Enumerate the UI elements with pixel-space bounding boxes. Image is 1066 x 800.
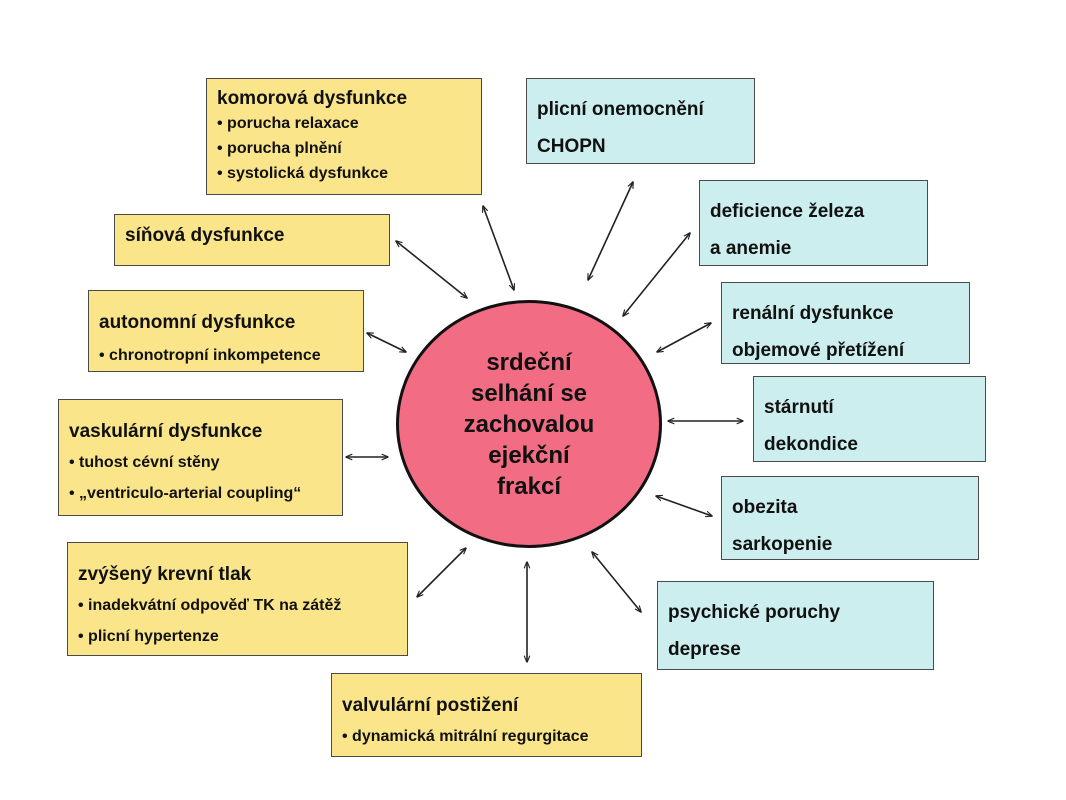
box-title: deficience železa	[710, 201, 865, 222]
box-starnuti: stárnutí dekondice	[753, 376, 986, 462]
center-line: srdeční	[486, 348, 572, 376]
arrow-komorova	[483, 206, 514, 290]
box-title: valvulární postižení	[342, 695, 519, 716]
box-item: chronotropní inkompetence	[99, 343, 353, 368]
box-valvularni-postizeni: valvulární postižení dynamická mitrální …	[331, 673, 642, 757]
box-title: objemové přetížení	[732, 340, 905, 361]
box-title: plicní onemocnění	[537, 99, 704, 120]
arrow-deficience	[623, 233, 690, 316]
center-line: ejekční	[488, 441, 570, 469]
arrow-plicni	[588, 182, 633, 280]
box-title: komorová dysfunkce	[217, 88, 408, 109]
box-plicni-onemocneni: plicní onemocnění CHOPN	[526, 78, 755, 164]
box-title: stárnutí	[764, 397, 834, 418]
box-item: „ventriculo-arterial coupling“	[69, 481, 332, 506]
central-concept-label: srdeční selhání se zachovalou ejekční fr…	[429, 347, 629, 502]
box-title: renální dysfunkce	[732, 303, 894, 324]
arrow-tlak	[417, 548, 466, 597]
center-line: selhání se	[470, 379, 588, 407]
box-item: plicní hypertenze	[78, 624, 397, 649]
box-title: obezita	[732, 497, 798, 518]
box-title: zvýšený krevní tlak	[78, 564, 252, 585]
box-autonomni-dysfunkce: autonomní dysfunkce chronotropní inkompe…	[88, 290, 364, 372]
box-title: autonomní dysfunkce	[99, 312, 296, 333]
box-title: CHOPN	[537, 136, 606, 157]
box-sinova-dysfunkce: síňová dysfunkce	[114, 214, 390, 266]
box-item: tuhost cévní stěny	[69, 450, 332, 475]
box-item: porucha relaxace	[217, 111, 471, 136]
box-title: a anemie	[710, 238, 792, 259]
box-zvyseny-krevni-tlak: zvýšený krevní tlak inadekvátní odpověď …	[67, 542, 408, 656]
box-item: inadekvátní odpověď TK na zátěž	[78, 593, 397, 618]
box-vaskularni-dysfunkce: vaskulární dysfunkce tuhost cévní stěny …	[58, 399, 343, 516]
box-title: psychické poruchy	[668, 602, 841, 623]
box-title: deprese	[668, 639, 741, 660]
arrow-sinova	[396, 241, 467, 298]
arrow-psychicke	[592, 552, 641, 612]
box-title: vaskulární dysfunkce	[69, 421, 263, 442]
center-line: frakcí	[496, 472, 562, 500]
arrow-renalni	[657, 323, 711, 352]
box-deficience-zeleza: deficience železa a anemie	[699, 180, 928, 266]
box-obezita: obezita sarkopenie	[721, 476, 979, 560]
box-item: dynamická mitrální regurgitace	[342, 724, 631, 749]
arrow-obezita	[656, 496, 712, 516]
box-renalni-dysfunkce: renální dysfunkce objemové přetížení	[721, 282, 970, 364]
arrow-autonomni	[367, 333, 406, 352]
box-title: síňová dysfunkce	[125, 225, 285, 246]
box-item: systolická dysfunkce	[217, 161, 471, 186]
center-line: zachovalou	[463, 410, 595, 438]
box-psychicke-poruchy: psychické poruchy deprese	[657, 581, 934, 670]
central-concept-circle: srdeční selhání se zachovalou ejekční fr…	[396, 300, 662, 548]
box-title: dekondice	[764, 434, 858, 455]
box-item: porucha plnění	[217, 136, 471, 161]
box-komorova-dysfunkce: komorová dysfunkce porucha relaxace poru…	[206, 78, 482, 195]
box-title: sarkopenie	[732, 534, 833, 555]
